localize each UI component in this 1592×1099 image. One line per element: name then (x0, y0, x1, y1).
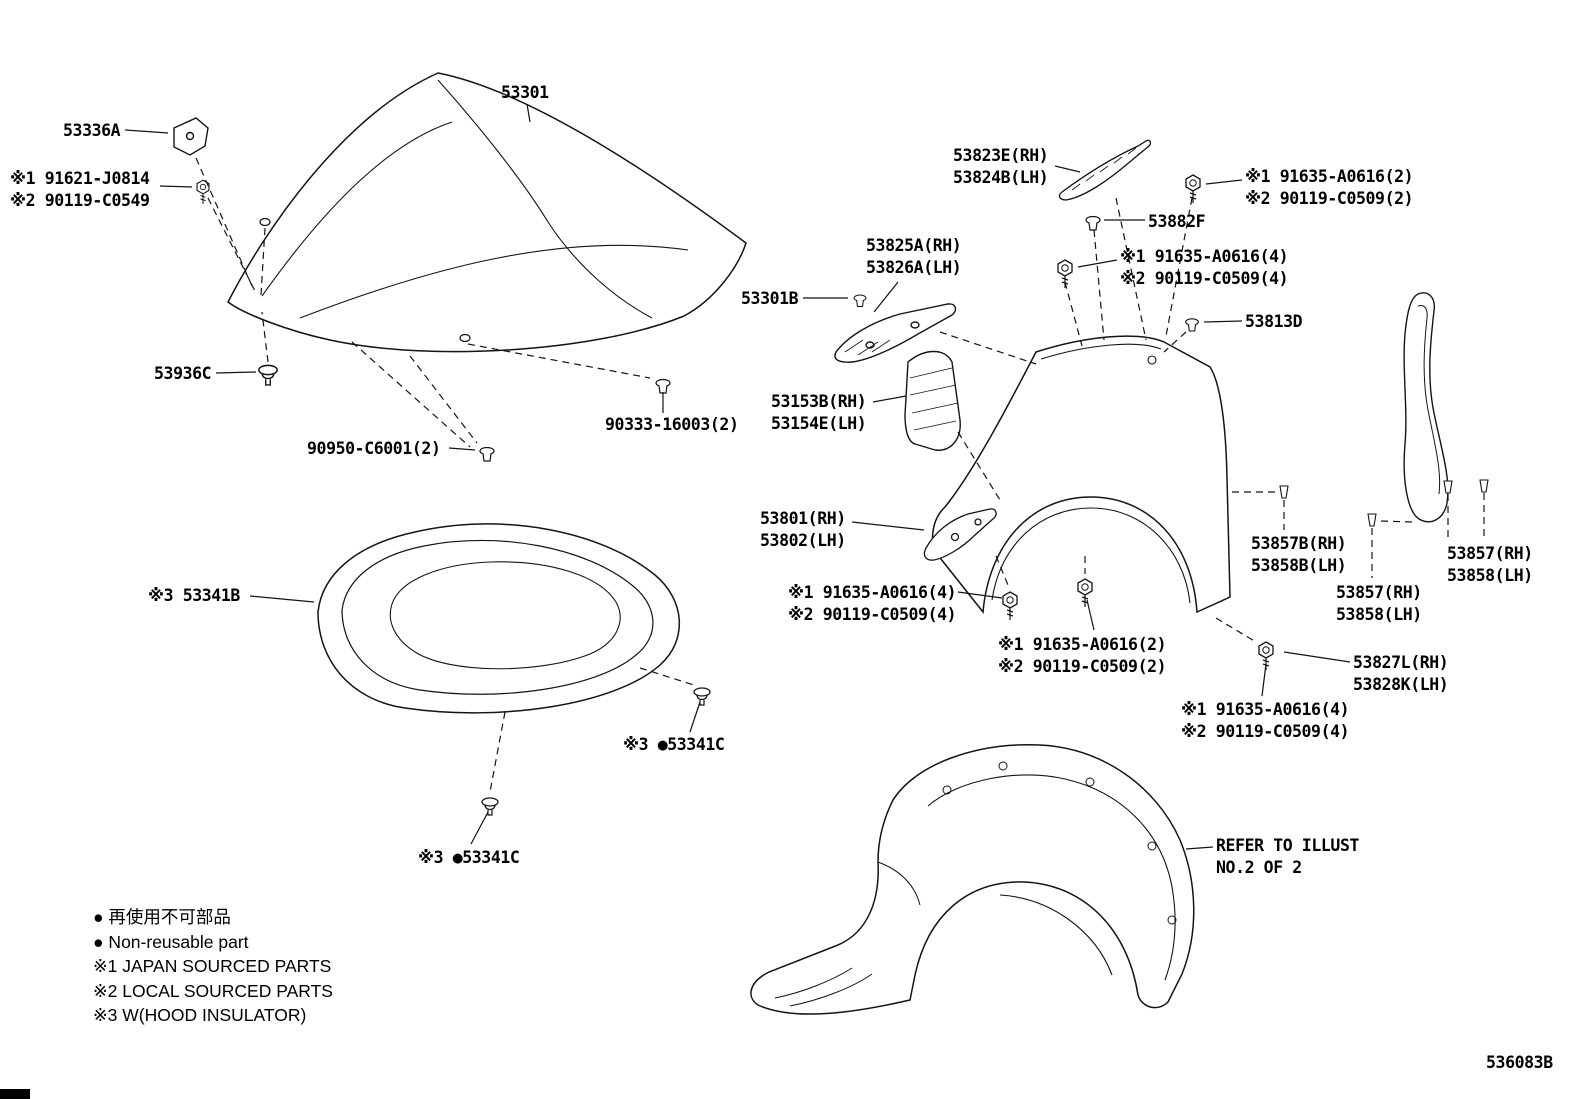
label-hood-clip: 53936C (154, 364, 212, 383)
label-insulator: ※3 53341B (148, 586, 240, 605)
corner-print-mark (0, 1089, 30, 1099)
front-fender-drawing (931, 335, 1231, 614)
label-leader-lines (124, 103, 1351, 850)
legend-hood-insulator: ※3 W(HOOD INSULATOR) (93, 1005, 307, 1025)
label-bolt-c1: ※1 91635-A0616(4) (788, 583, 957, 602)
label-hood-support: 53825A(RH) 53826A(LH) (866, 235, 962, 279)
label-shield-rh: 53153B(RH) (771, 392, 867, 411)
legend-japan-sourced: ※1 JAPAN SOURCED PARTS (93, 956, 332, 976)
label-retainer-far-rh: 53857(RH) (1447, 544, 1533, 563)
drawing-number: 536083B (1486, 1053, 1553, 1072)
label-pad: 53827L(RH) 53828K(LH) (1353, 652, 1449, 696)
label-bolt-c2: ※2 90119-C0509(4) (788, 605, 957, 624)
label-retainer-far: 53857(RH) 53858(LH) (1447, 543, 1533, 587)
label-bolt-b-notes: ※1 91635-A0616(4) ※2 90119-C0509(4) (1120, 246, 1289, 290)
label-refer-line1: REFER TO ILLUST (1216, 836, 1360, 855)
label-hinge-note1: ※1 91621-J0814 (10, 169, 150, 188)
label-retainer-b: 53857B(RH) 53858B(LH) (1251, 533, 1347, 577)
label-clip-90950: 90950-C6001(2) (307, 439, 441, 458)
label-refer-illust: REFER TO ILLUST NO.2 OF 2 (1216, 835, 1359, 879)
legend-nonreusable-jp: ● 再使用不可部品 (93, 907, 231, 927)
label-refer-line2: NO.2 OF 2 (1216, 858, 1302, 877)
label-retainer-mid: 53857(RH) 53858(LH) (1336, 582, 1422, 626)
label-bolt-e2: ※2 90119-C0509(4) (1181, 722, 1350, 741)
fender-liner-drawing (750, 744, 1195, 1015)
label-splash-shield: 53153B(RH) 53154E(LH) (771, 391, 867, 435)
label-cowl-side: 53823E(RH) 53824B(LH) (953, 145, 1049, 189)
label-fender-rh: 53801(RH) (760, 509, 846, 528)
assembly-dashed-lines (195, 157, 1485, 793)
label-clip-90333: 90333-16003(2) (605, 415, 739, 434)
label-hood: 53301 (501, 83, 549, 102)
label-shield-lh: 53154E(LH) (771, 414, 867, 433)
label-bolt-a-notes: ※1 91635-A0616(2) ※2 90119-C0509(2) (1245, 166, 1414, 210)
splash-shield-drawing (904, 350, 961, 451)
label-bolt-e1: ※1 91635-A0616(4) (1181, 700, 1350, 719)
label-insulator-clip-a: ※3 ●53341C (623, 735, 725, 754)
label-pad-rh: 53827L(RH) (1353, 653, 1449, 672)
hood-insulator-drawing (317, 523, 681, 714)
cowl-side-panel-drawing (1058, 139, 1152, 201)
label-fender: 53801(RH) 53802(LH) (760, 508, 846, 552)
label-hood-seal-clip: 53301B (741, 289, 799, 308)
hood-drawing (227, 72, 747, 353)
label-bolt-e-notes: ※1 91635-A0616(4) ※2 90119-C0509(4) (1181, 699, 1350, 743)
label-bolt-c-notes: ※1 91635-A0616(4) ※2 90119-C0509(4) (788, 582, 957, 626)
legend-nonreusable-en: ● Non-reusable part (93, 931, 249, 952)
label-retainer-b-rh: 53857B(RH) (1251, 534, 1347, 553)
label-bolt-d2: ※2 90119-C0509(2) (998, 657, 1167, 676)
label-hinge-notes: ※1 91621-J0814 ※2 90119-C0549 (10, 168, 150, 212)
label-retainer-b-lh: 53858B(LH) (1251, 556, 1347, 575)
legend-local-sourced: ※2 LOCAL SOURCED PARTS (93, 980, 333, 1001)
hood-hinge-bracket-drawing (173, 117, 209, 156)
label-pad-lh: 53828K(LH) (1353, 675, 1449, 694)
label-cowl-side-lh: 53824B(LH) (953, 168, 1049, 187)
label-clip-53813D: 53813D (1245, 312, 1303, 331)
fender-front-bracket-drawing (923, 508, 997, 561)
label-clip-53882F: 53882F (1148, 212, 1206, 231)
label-bolt-a1: ※1 91635-A0616(2) (1245, 167, 1414, 186)
label-support-rh: 53825A(RH) (866, 236, 962, 255)
label-hinge-bracket: 53336A (63, 121, 121, 140)
label-insulator-clip-b: ※3 ●53341C (418, 848, 520, 867)
label-bolt-a2: ※2 90119-C0509(2) (1245, 189, 1414, 208)
hood-support-bracket-drawing (834, 303, 957, 363)
fender-retainer-strip-drawing (1403, 292, 1449, 523)
label-hinge-note2: ※2 90119-C0549 (10, 191, 150, 210)
label-retainer-mid-rh: 53857(RH) (1336, 583, 1422, 602)
legend: ● 再使用不可部品 ● Non-reusable part ※1 JAPAN S… (93, 905, 333, 1028)
label-support-lh: 53826A(LH) (866, 258, 962, 277)
label-fender-lh: 53802(LH) (760, 531, 846, 550)
label-bolt-b1: ※1 91635-A0616(4) (1120, 247, 1289, 266)
label-retainer-mid-lh: 53858(LH) (1336, 605, 1422, 624)
label-bolt-b2: ※2 90119-C0509(4) (1120, 269, 1289, 288)
label-bolt-d1: ※1 91635-A0616(2) (998, 635, 1167, 654)
label-bolt-d-notes: ※1 91635-A0616(2) ※2 90119-C0509(2) (998, 634, 1167, 678)
label-retainer-far-lh: 53858(LH) (1447, 566, 1533, 585)
label-cowl-side-rh: 53823E(RH) (953, 146, 1049, 165)
